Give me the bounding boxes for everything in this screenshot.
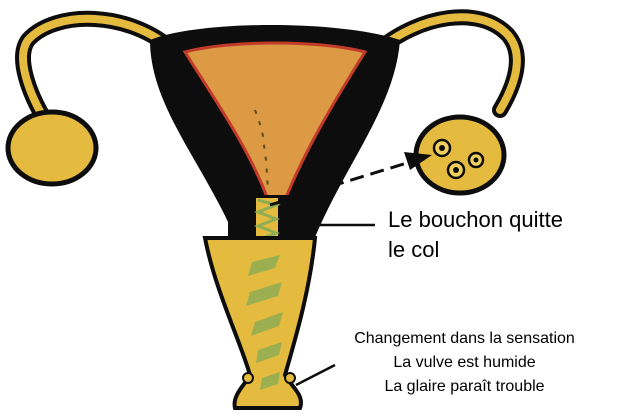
left-ovary [8,112,96,184]
sensation-label-line1: Changement dans la sensation [302,327,627,351]
bouchon-label-line1: Le bouchon quitte [388,205,563,235]
sensation-label: Changement dans la sensation La vulve es… [302,327,627,399]
bouchon-label: Le bouchon quitte le col [388,205,563,265]
bouchon-label-line2: le col [388,235,563,265]
sensation-label-line2: La vulve est humide [302,351,627,375]
sensation-label-line3: La glaire paraît trouble [302,375,627,399]
